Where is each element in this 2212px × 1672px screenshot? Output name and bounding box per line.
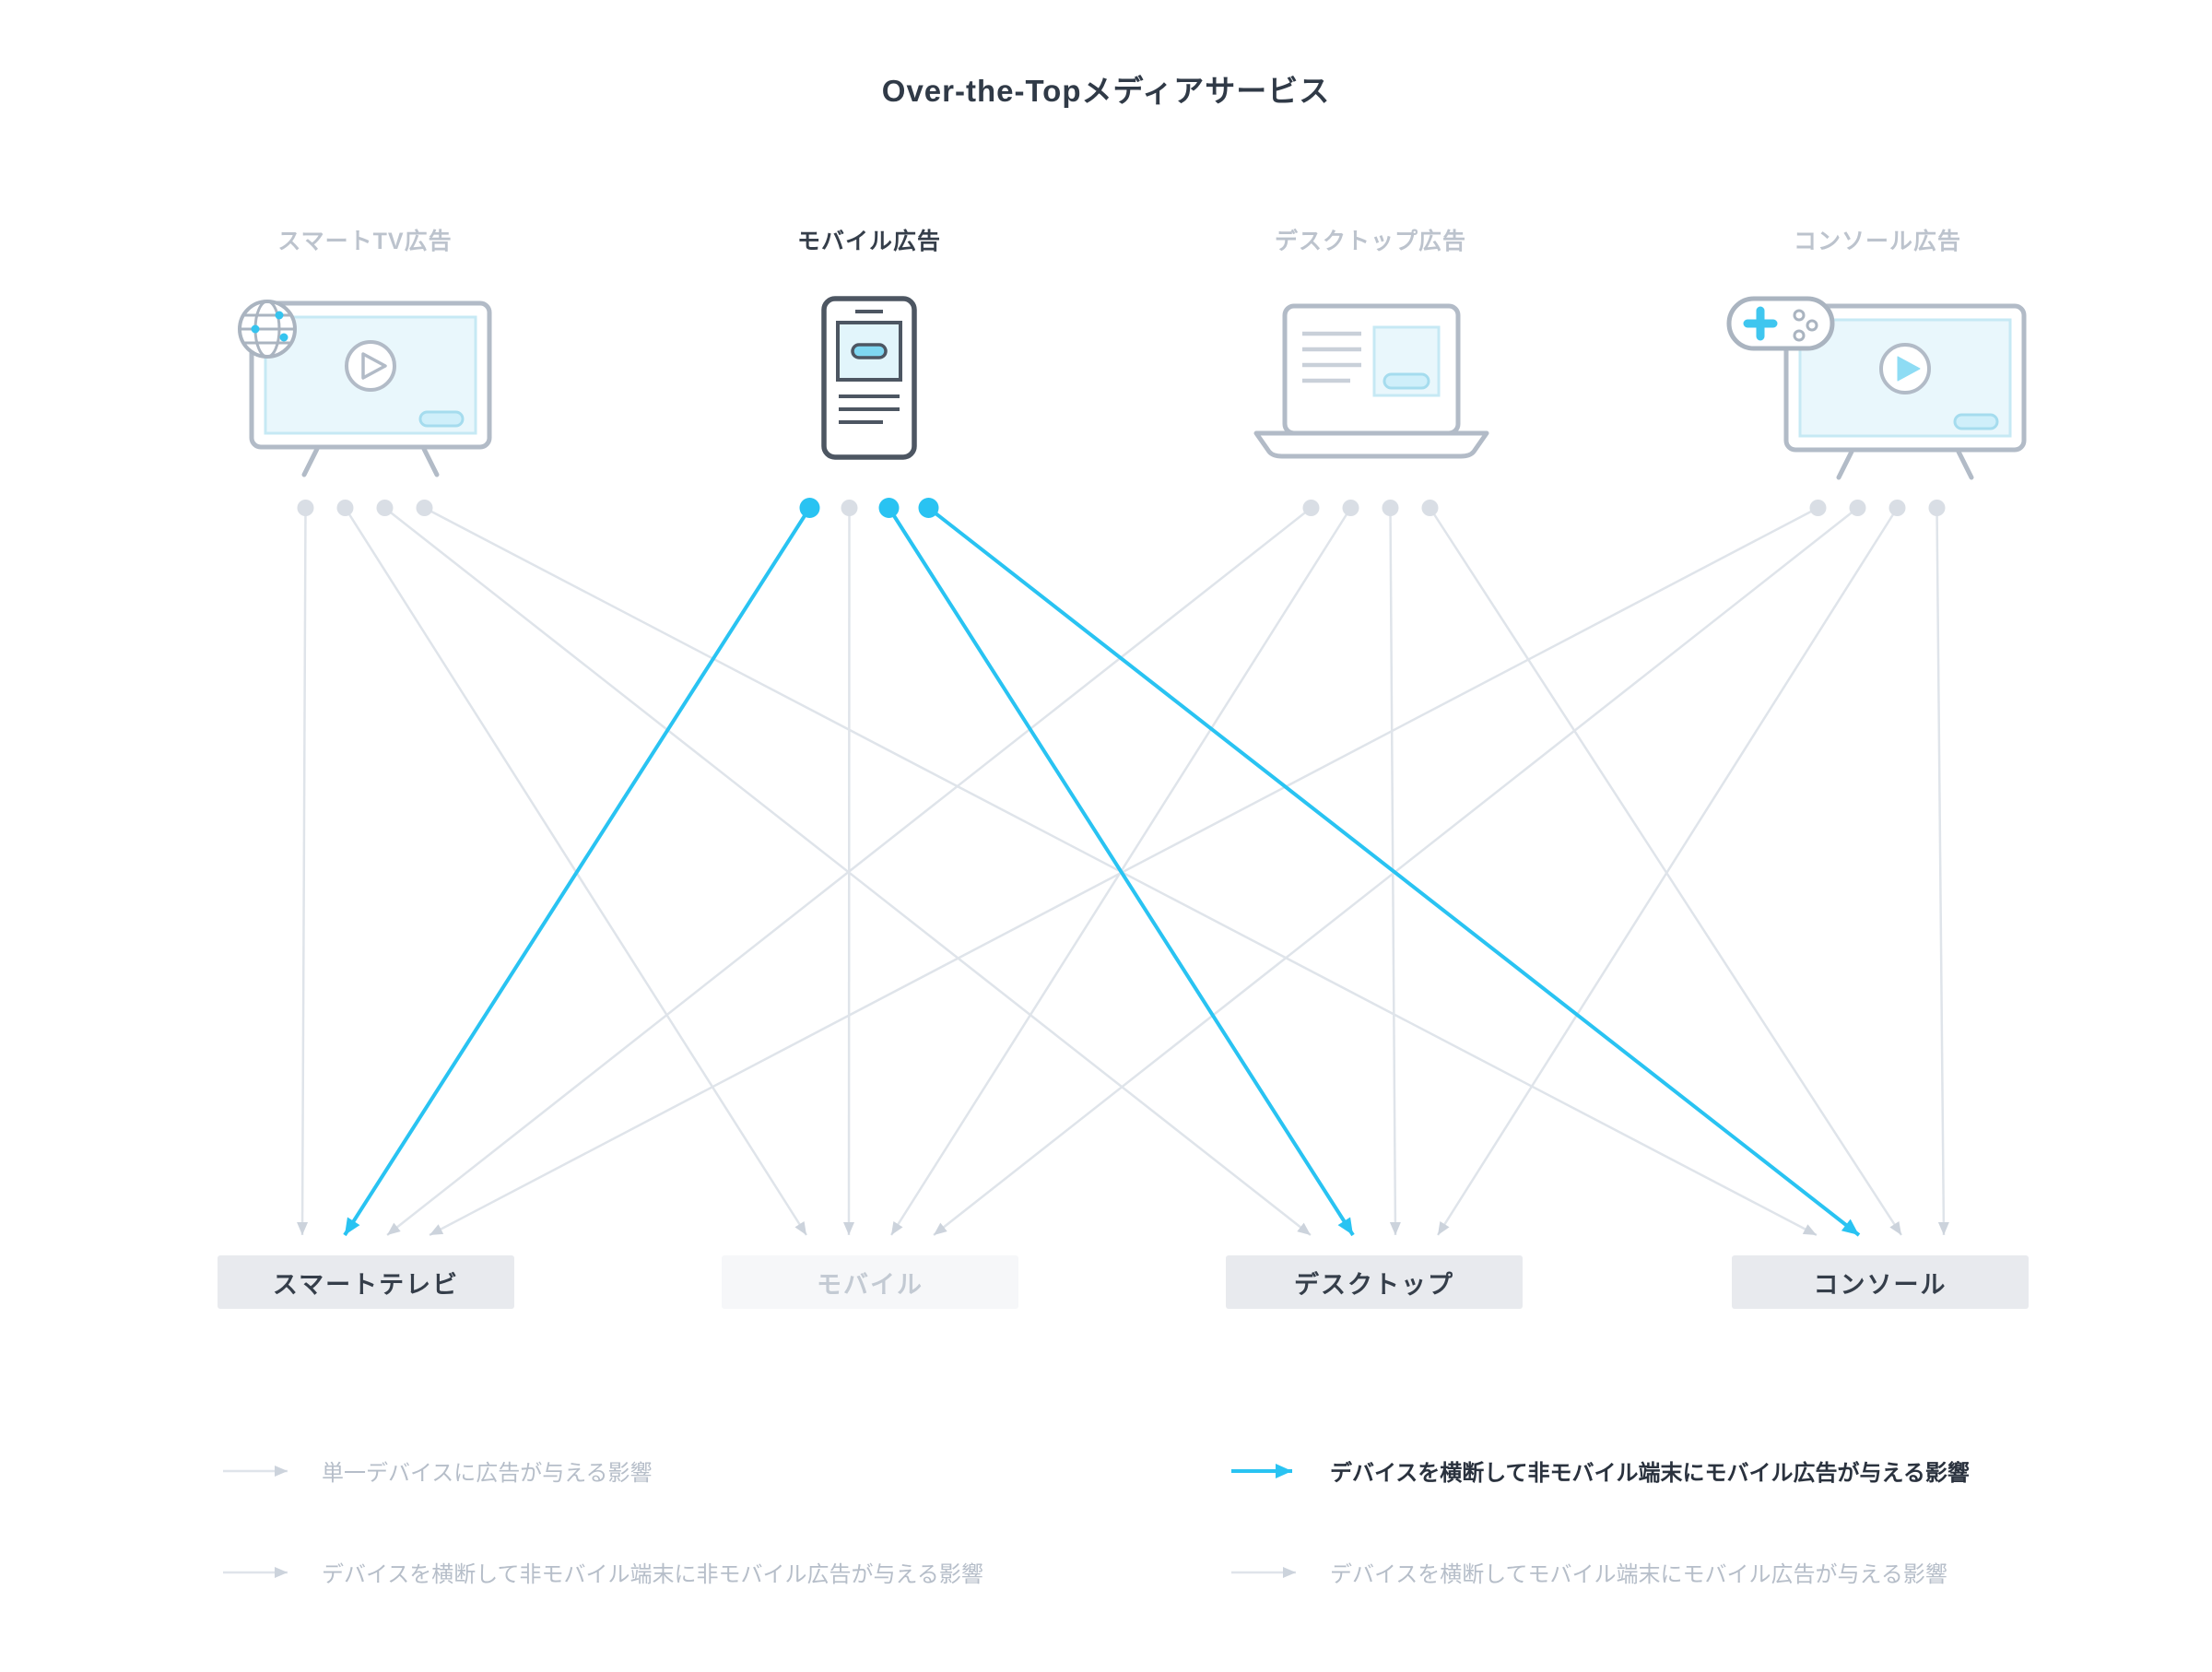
target-box-console: コンソール	[1732, 1255, 2029, 1309]
connector-dot-mobile-ads-console	[918, 498, 939, 518]
legend-item-cross-device-nonmobile-mobile-ads: デバイスを横断して非モバイル端末にモバイル広告が与える影響	[1228, 1454, 1970, 1487]
text-lines	[1302, 331, 1361, 383]
legend-label: 単一デバイスに広告が与える影響	[322, 1461, 653, 1486]
target-box-mobile: モバイル	[722, 1255, 1018, 1309]
tv-legs	[301, 446, 440, 477]
gamepad-icon	[1726, 296, 1835, 351]
source-label-smart-tv-ads: スマートTV広告	[277, 229, 453, 254]
tv-legs	[1836, 449, 1974, 480]
flow-arrow-mobile-ads-to-desktop	[887, 506, 1355, 1237]
mobile-ad-icon	[821, 296, 917, 460]
connector-dot-desktop-ads-console	[1421, 500, 1439, 516]
flow-arrow-mobile-ads-to-console	[927, 506, 1861, 1237]
dpad-icon	[1743, 306, 1778, 341]
flow-arrow-mobile-ads-to-mobile	[843, 507, 855, 1236]
legend-gray-arrow-icon	[1231, 1566, 1296, 1578]
legend-gray-arrow-icon	[223, 1465, 288, 1477]
page-title: Over-the-Topメディアサービス	[881, 74, 1331, 108]
play-icon	[1879, 343, 1931, 394]
source-label-console-ads: コンソール広告	[1793, 229, 1962, 254]
legend-gray-arrow-icon	[223, 1566, 288, 1578]
flow-arrow-desktop-ads-to-mobile	[889, 507, 1352, 1236]
flow-arrow-desktop-ads-to-desktop	[1389, 507, 1401, 1236]
legend-label: デバイスを横断してモバイル端末にモバイル広告が与える影響	[1330, 1562, 1947, 1587]
play-icon	[345, 340, 396, 392]
legend-item-cross-device-mobile-mobile-ads: デバイスを横断してモバイル端末にモバイル広告が与える影響	[1228, 1556, 1947, 1588]
connector-dot-desktop-ads-smart-tv	[1302, 500, 1320, 516]
connector-dot-smart-tv-ads-desktop	[376, 500, 394, 516]
connector-dot-mobile-ads-mobile	[841, 500, 858, 516]
target-box-desktop: デスクトップ	[1226, 1255, 1523, 1309]
flow-arrow-mobile-ads-to-smart-tv	[343, 506, 812, 1237]
source-label-mobile-ads: モバイル広告	[796, 229, 942, 254]
flow-arrow-console-ads-to-desktop	[1436, 507, 1899, 1236]
ad-banner-pill	[1953, 413, 1999, 430]
ad-banner-pill	[1382, 372, 1430, 390]
connector-dot-console-ads-console	[1928, 500, 1946, 516]
connector-dot-mobile-ads-desktop	[878, 498, 900, 518]
legend-label: デバイスを横断して非モバイル端末に非モバイル広告が与える影響	[322, 1562, 983, 1587]
console-ad-icon	[1726, 296, 2027, 480]
laptop-ad-icon	[1253, 303, 1489, 459]
connector-dot-smart-tv-ads-smart-tv	[297, 500, 314, 516]
flow-arrow-smart-tv-ads-to-mobile	[344, 507, 808, 1236]
legend-cyan-arrow-icon	[1231, 1463, 1292, 1478]
laptop-base	[1253, 430, 1489, 459]
legend-label: デバイスを横断して非モバイル端末にモバイル広告が与える影響	[1330, 1461, 1970, 1486]
flow-arrow-desktop-ads-to-console	[1429, 507, 1903, 1236]
flow-arrow-smart-tv-ads-to-smart-tv	[297, 507, 309, 1236]
connector-dot-smart-tv-ads-mobile	[336, 500, 354, 516]
globe-icon	[238, 300, 297, 359]
ad-banner-pill	[851, 343, 888, 359]
smart-tv-ad-icon	[238, 300, 492, 477]
flow-arrow-desktop-ads-to-smart-tv	[386, 507, 1312, 1236]
target-box-smart-tv: スマートテレビ	[218, 1255, 514, 1309]
source-label-desktop-ads: デスクトップ広告	[1274, 229, 1467, 254]
ad-banner-pill	[418, 410, 465, 428]
connector-dot-console-ads-desktop	[1888, 500, 1906, 516]
flow-arrow-console-ads-to-console	[1936, 507, 1949, 1236]
legend-item-cross-device-nonmobile-nonmobile: デバイスを横断して非モバイル端末に非モバイル広告が与える影響	[219, 1556, 983, 1588]
connector-dot-desktop-ads-desktop	[1382, 500, 1399, 516]
flow-arrow-console-ads-to-mobile	[933, 507, 1859, 1236]
connector-dot-console-ads-smart-tv	[1809, 500, 1827, 516]
connector-dot-desktop-ads-mobile	[1342, 500, 1359, 516]
connector-dot-console-ads-mobile	[1849, 500, 1866, 516]
flow-arrow-smart-tv-ads-to-console	[423, 506, 1818, 1237]
flow-arrow-console-ads-to-smart-tv	[429, 506, 1819, 1237]
legend-item-single-device: 単一デバイスに広告が与える影響	[219, 1454, 653, 1487]
text-lines	[839, 394, 900, 424]
flow-arrow-smart-tv-ads-to-desktop	[383, 507, 1312, 1236]
connector-dot-mobile-ads-smart-tv	[799, 498, 820, 518]
connector-dot-smart-tv-ads-console	[416, 500, 433, 516]
